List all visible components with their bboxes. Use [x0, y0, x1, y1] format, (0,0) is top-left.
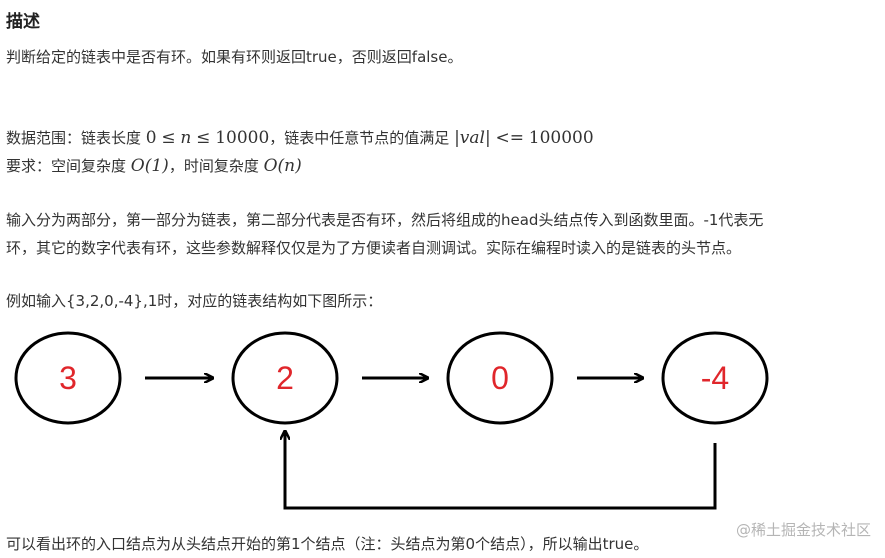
data-range: 数据范围：链表长度 0 ≤ n ≤ 10000，链表中任意节点的值满足 |val…	[6, 127, 594, 149]
data-range-prefix: 数据范围：链表长度	[6, 129, 146, 147]
math-val-max: 100000	[528, 128, 594, 148]
math-le: <=	[495, 128, 524, 148]
requirement-prefix: 要求：空间复杂度	[6, 157, 131, 175]
input-description-line1: 输入分为两部分，第一部分为链表，第二部分代表是否有环，然后将组成的head头结点…	[6, 211, 764, 229]
input-description-line2: 环，其它的数字代表有环，这些参数解释仅仅是为了方便读者自测调试。实际在编程时读入…	[6, 239, 742, 257]
list-node-value: 2	[276, 360, 294, 396]
list-node-circle	[446, 331, 554, 425]
math-le: ≤	[196, 128, 211, 148]
list-node-value: 0	[491, 360, 509, 396]
problem-description: 判断给定的链表中是否有环。如果有环则返回true，否则返回false。	[6, 48, 463, 66]
linked-list-diagram: 3 2 0 -4	[14, 331, 769, 510]
list-node-circle	[14, 331, 122, 425]
math-le: ≤	[161, 128, 176, 148]
math-n: n	[180, 128, 192, 148]
math-zero: 0	[145, 128, 157, 148]
complexity-requirement: 要求：空间复杂度 O(1)，时间复杂度 O(n)	[6, 155, 302, 177]
watermark: @稀土掘金技术社区	[735, 521, 871, 539]
example-intro: 例如输入{3,2,0,-4},1时，对应的链表结构如下图所示：	[6, 292, 383, 310]
math-abs-val: |val|	[454, 128, 491, 148]
requirement-middle: ，时间复杂度	[168, 157, 264, 175]
math-space-complexity: O(1)	[130, 156, 169, 176]
list-node-value: -4	[701, 360, 729, 396]
cycle-pointer-arrow	[285, 431, 717, 510]
list-node-value: 3	[59, 360, 77, 396]
data-range-middle: ，链表中任意节点的值满足	[269, 129, 455, 147]
section-heading: 描述	[6, 12, 40, 32]
math-length-max: 10000	[215, 128, 270, 148]
list-node-circle	[661, 331, 769, 425]
math-time-complexity: O(n)	[263, 156, 302, 176]
conclusion-text: 可以看出环的入口结点为从头结点开始的第1个结点（注：头结点为第0个结点），所以输…	[6, 535, 649, 553]
list-node-circle	[231, 331, 339, 425]
